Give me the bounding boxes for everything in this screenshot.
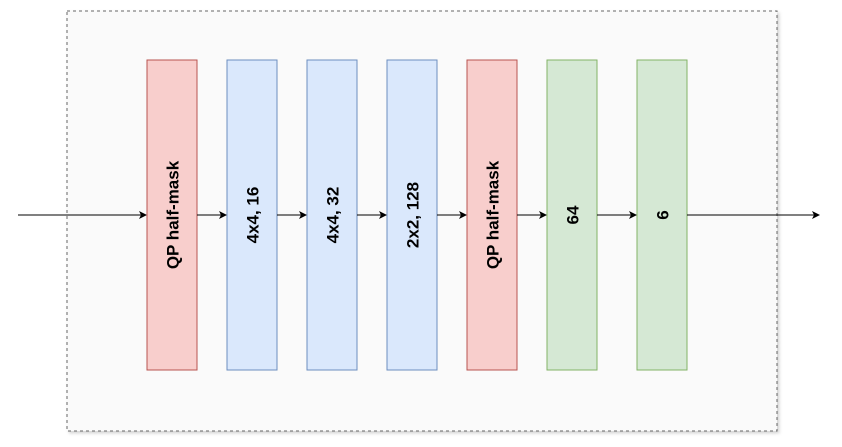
layer-block-label: 6	[654, 210, 673, 219]
layer-block-label: 4x4, 16	[244, 187, 263, 244]
layer-block-6: 64	[546, 59, 598, 371]
layer-block-rect	[146, 59, 198, 371]
layer-block-rect	[386, 59, 438, 371]
layer-block-7: 6	[636, 59, 688, 371]
layer-block-rect	[306, 59, 358, 371]
layer-block-1: QP half-mask	[146, 59, 198, 371]
layer-block-label: 2x2, 128	[404, 182, 423, 248]
layer-block-rect	[466, 59, 518, 371]
layer-block-label: QP half-mask	[484, 160, 503, 269]
layer-block-rect	[636, 59, 688, 371]
layer-block-label: 64	[564, 205, 583, 224]
layer-block-label: QP half-mask	[164, 160, 183, 269]
layer-block-2: 4x4, 16	[226, 59, 278, 371]
layer-block-rect	[546, 59, 598, 371]
layer-block-label: 4x4, 32	[324, 187, 343, 244]
layer-block-rect	[226, 59, 278, 371]
layer-block-5: QP half-mask	[466, 59, 518, 371]
layer-block-3: 4x4, 32	[306, 59, 358, 371]
layer-block-4: 2x2, 128	[386, 59, 438, 371]
